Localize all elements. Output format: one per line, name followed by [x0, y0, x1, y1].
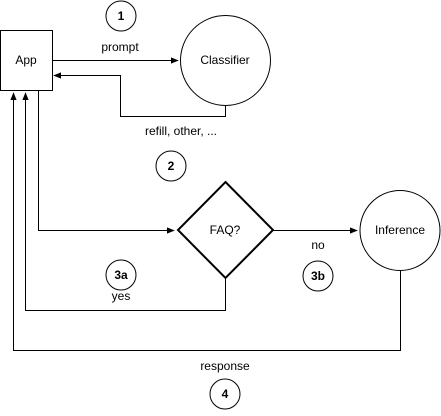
app-label: App [15, 53, 37, 67]
inference-label: Inference [375, 223, 425, 237]
step-3a-label: 3a [114, 268, 128, 282]
yes-label: yes [112, 289, 131, 303]
edge-response [10, 92, 401, 351]
step-4-marker: 4 [209, 378, 241, 410]
step-2-label: 2 [168, 159, 175, 173]
edge-app-to-faq [38, 91, 175, 234]
step-3b-label: 3b [311, 269, 325, 283]
step-3a-marker: 3a [105, 259, 137, 291]
refill-label: refill, other, ... [145, 124, 217, 138]
step-3b-marker: 3b [302, 260, 334, 292]
no-label: no [311, 238, 325, 252]
classifier-node: Classifier [180, 15, 271, 106]
inference-node: Inference [359, 190, 441, 271]
step-1-label: 1 [118, 9, 125, 23]
edge-yes [22, 92, 226, 311]
classifier-label: Classifier [200, 53, 249, 67]
faq-decision-node: FAQ? [176, 180, 275, 280]
response-label: response [200, 359, 250, 373]
step-1-marker: 1 [105, 0, 137, 32]
step-4-label: 4 [222, 387, 229, 401]
prompt-label: prompt [101, 40, 139, 54]
app-node: App [0, 30, 53, 91]
faq-label: FAQ? [210, 223, 241, 237]
step-2-marker: 2 [155, 150, 187, 182]
edge-refill [53, 72, 226, 117]
